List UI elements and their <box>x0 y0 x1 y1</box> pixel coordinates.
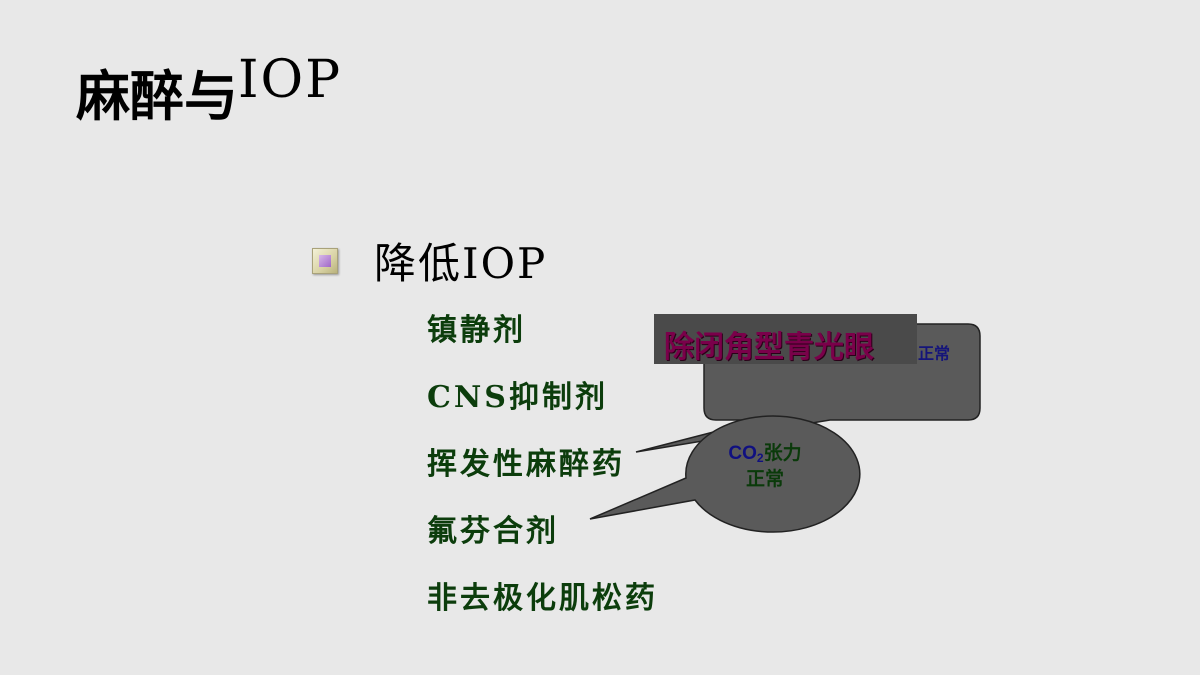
co2-label: CO2 <box>728 443 764 465</box>
drug-list: 镇静剂 CNS抑制剂 挥发性麻醉药 氟芬合剂 非去极化肌松药 <box>427 308 658 643</box>
list-item: 镇静剂 <box>427 313 526 348</box>
slide-title-latin: IOP <box>238 50 343 110</box>
slide-title: 麻醉与IOP <box>76 50 343 131</box>
oval-callout-text: CO2张力 正常 <box>720 443 810 490</box>
rect-callout-subtext: 正常 <box>918 344 951 363</box>
tension-label: 张力 <box>763 443 802 464</box>
normal-label: 正常 <box>745 469 784 490</box>
rect-callout-text: 除闭角型青光眼 <box>664 330 874 365</box>
slide-title-chinese: 麻醉与 <box>76 65 238 128</box>
list-item: 非去极化肌松药 <box>427 581 658 616</box>
list-item: CNS抑制剂 <box>427 380 608 415</box>
bullet-heading: 降低IOP <box>310 230 547 291</box>
rect-callout-label-box <box>654 314 917 364</box>
bullet-heading-text: 降低IOP <box>374 239 548 288</box>
list-item: 挥发性麻醉药 <box>427 447 625 482</box>
list-item: 氟芬合剂 <box>427 514 559 549</box>
square-bullet-icon <box>310 246 340 276</box>
